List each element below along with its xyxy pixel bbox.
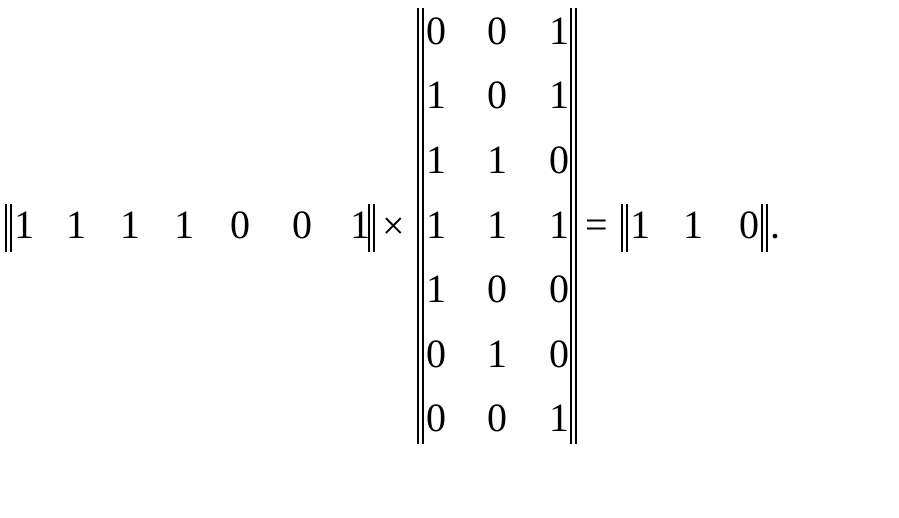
matrix-entry: 0 <box>426 331 446 376</box>
norm-bar-line <box>422 8 424 444</box>
matrix-entry: 1 <box>549 8 569 53</box>
matrix-entry: 1 <box>426 137 446 182</box>
norm-bar-line <box>766 204 768 252</box>
matrix-entry: 1 <box>487 137 507 182</box>
norm-bar-line <box>417 8 419 444</box>
row-vector-entry: 0 <box>230 202 250 247</box>
times-operator: × <box>382 203 405 248</box>
row-vector-entry: 1 <box>174 202 194 247</box>
matrix-entry: 0 <box>487 395 507 440</box>
norm-bar-line <box>626 204 628 252</box>
norm-bar-line <box>570 8 572 444</box>
row-vector-entry: 1 <box>350 202 370 247</box>
row-vector-entry: 1 <box>120 202 140 247</box>
matrix-entry: 1 <box>549 72 569 117</box>
matrix-entry: 0 <box>549 137 569 182</box>
row-vector-entry: 0 <box>292 202 312 247</box>
period: . <box>770 202 780 247</box>
norm-bar-line <box>621 204 623 252</box>
matrix-entry: 0 <box>549 331 569 376</box>
matrix-entry: 1 <box>426 202 446 247</box>
result-vector-entry: 1 <box>683 202 703 247</box>
row-vector-entry: 1 <box>14 202 34 247</box>
matrix-entry: 1 <box>549 202 569 247</box>
equals-operator: = <box>585 202 608 247</box>
result-vector-entry: 0 <box>739 202 759 247</box>
matrix-entry: 1 <box>487 202 507 247</box>
matrix-entry: 0 <box>487 266 507 311</box>
norm-bar-line <box>575 8 577 444</box>
matrix-entry: 0 <box>426 395 446 440</box>
matrix-entry: 1 <box>426 72 446 117</box>
matrix-entry: 0 <box>487 8 507 53</box>
norm-bar-line <box>10 204 12 252</box>
matrix-entry: 1 <box>549 395 569 440</box>
result-vector-entry: 1 <box>630 202 650 247</box>
matrix-entry: 0 <box>426 8 446 53</box>
matrix-entry: 0 <box>487 72 507 117</box>
matrix-entry: 1 <box>426 266 446 311</box>
norm-bar-line <box>368 204 370 252</box>
row-vector-entry: 1 <box>66 202 86 247</box>
norm-bar-line <box>373 204 375 252</box>
norm-bar-line <box>5 204 7 252</box>
matrix-entry: 1 <box>487 331 507 376</box>
matrix-entry: 0 <box>549 266 569 311</box>
norm-bar-line <box>761 204 763 252</box>
